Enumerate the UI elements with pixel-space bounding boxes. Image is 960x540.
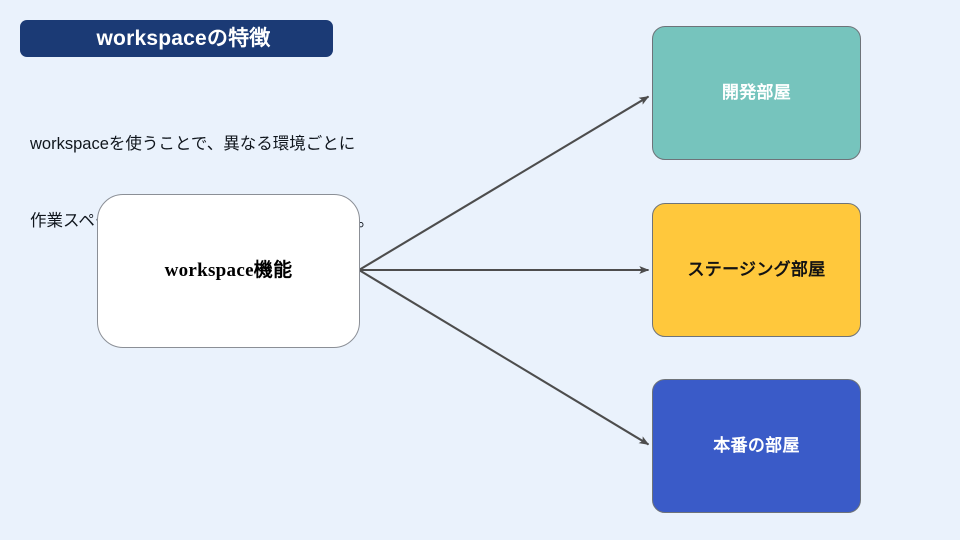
node-workspace-feature[interactable]: workspace機能 <box>97 194 360 348</box>
arrow-to-prod <box>358 269 650 446</box>
node-staging-room-label: ステージング部屋 <box>687 259 826 279</box>
node-staging-room[interactable]: ステージング部屋 <box>652 203 861 337</box>
description-line-1: workspaceを使うことで、異なる環境ごとに <box>30 135 356 154</box>
page-title: workspaceの特徴 <box>96 27 271 50</box>
node-production-room-label: 本番の部屋 <box>713 435 800 455</box>
node-dev-room[interactable]: 開発部屋 <box>652 26 861 160</box>
title-banner: workspaceの特徴 <box>20 20 333 57</box>
node-production-room[interactable]: 本番の部屋 <box>652 379 861 513</box>
node-workspace-feature-label: workspace機能 <box>164 259 293 281</box>
node-dev-room-label: 開発部屋 <box>721 82 792 102</box>
